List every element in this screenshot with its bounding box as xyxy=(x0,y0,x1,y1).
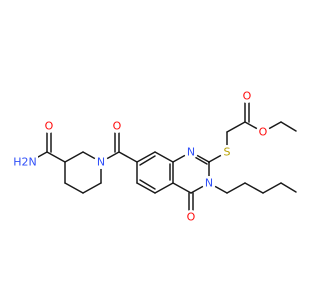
atom-n-piperidine: N xyxy=(94,155,108,169)
atom-o-amide: O xyxy=(110,119,124,133)
atom-o-ester-ether-label: O xyxy=(259,126,268,139)
atom-n-piperidine-label: N xyxy=(97,156,105,169)
atom-o-ring-carbonyl: O xyxy=(184,210,198,224)
bond-line xyxy=(118,151,138,163)
bond-layer xyxy=(28,99,297,214)
atom-nh2-carboxamide-label: H2N xyxy=(13,156,37,169)
bond-line xyxy=(226,182,246,194)
bond-line xyxy=(280,121,297,132)
bond-line xyxy=(64,151,84,163)
bond-line xyxy=(139,179,156,190)
bond-line xyxy=(46,151,66,163)
bond-line xyxy=(154,182,174,194)
bond-line xyxy=(64,182,84,194)
bond-line xyxy=(262,182,282,194)
bond-line xyxy=(244,182,264,194)
atom-o-ester-carbonyl: O xyxy=(240,89,254,103)
atom-o-carboxamide: O xyxy=(42,119,56,133)
atom-label-layer: N N N S O O O O xyxy=(13,89,270,224)
atom-o-ester-carbonyl-label: O xyxy=(243,90,252,103)
atom-o-ring-carbonyl-label: O xyxy=(187,211,196,224)
bond-line xyxy=(154,151,174,163)
bond-line xyxy=(136,182,156,194)
bond-line xyxy=(226,121,246,133)
atom-o-amide-label: O xyxy=(113,120,122,133)
molecule-structure: N N N S O O O O xyxy=(13,89,297,224)
atom-s-thioether-label: S xyxy=(224,146,231,159)
atom-nh2-carboxamide: H2N xyxy=(13,155,38,169)
atom-n-ring-2: N xyxy=(202,176,216,190)
bond-line xyxy=(280,182,297,193)
atom-o-carboxamide-label: O xyxy=(45,120,54,133)
atom-n-ring-2-label: N xyxy=(205,177,213,190)
atom-o-ester-ether: O xyxy=(256,125,270,139)
atom-n-ring-1-label: N xyxy=(187,146,195,159)
bond-line xyxy=(136,151,156,163)
atom-n-ring-1: N xyxy=(184,145,198,159)
atom-s-thioether: S xyxy=(220,145,234,159)
bond-line xyxy=(82,182,102,194)
bond-line xyxy=(172,182,192,194)
bond-line xyxy=(139,155,156,166)
